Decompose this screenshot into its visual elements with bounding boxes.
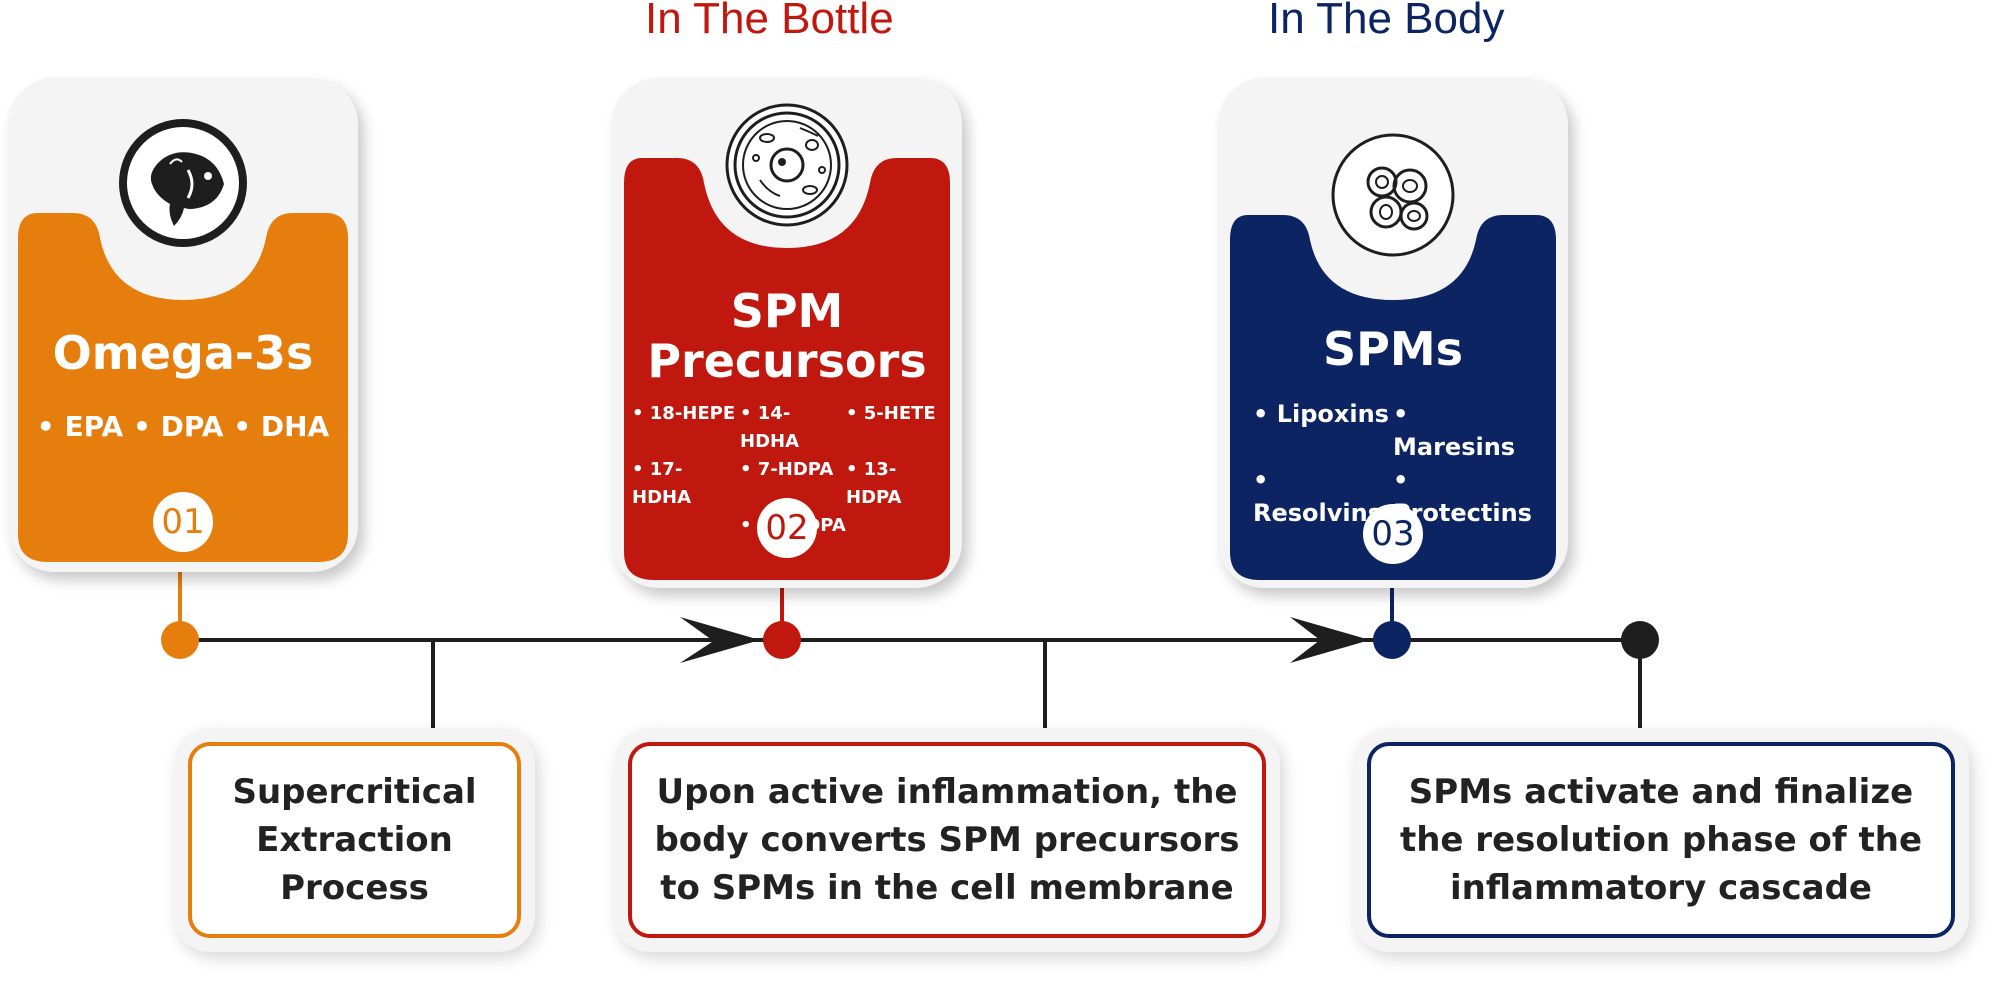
description-line: Extraction — [256, 820, 453, 860]
cells-cluster-icon — [1328, 130, 1458, 260]
description-line: inflammatory cascade — [1449, 868, 1872, 908]
card-title-line: Omega-3s — [52, 326, 314, 380]
card-item: • Maresins — [1393, 400, 1516, 461]
arrowhead-2 — [1290, 617, 1370, 663]
card-items: • Lipoxins • Maresins • Resolvins • Prot… — [1218, 398, 1568, 530]
card-omega-panel — [18, 213, 348, 562]
step-number-badge: 03 — [1363, 504, 1423, 564]
step-number-badge: 01 — [153, 492, 213, 552]
card-title: SPMs — [1218, 324, 1568, 374]
fish-icon — [118, 118, 248, 248]
description-line: SPMs activate and finalize — [1408, 772, 1914, 812]
description-line: Process — [280, 868, 429, 908]
card-item: • 18-HEPE — [632, 403, 736, 424]
arrowhead-1 — [680, 617, 760, 663]
cell-icon — [722, 100, 852, 230]
card-item: • 7-HDPA — [740, 459, 834, 480]
description-box-extraction: Supercritical Extraction Process — [188, 742, 521, 938]
description-line: to SPMs in the cell membrane — [660, 868, 1234, 908]
description-line: Supercritical — [232, 772, 477, 812]
card-item: • 17-HDHA — [632, 459, 692, 508]
card-precursors-panel — [624, 158, 950, 580]
card-spms: SPMs • Lipoxins • Maresins • Resolvins •… — [1218, 78, 1568, 588]
card-item — [846, 512, 942, 540]
card-title: SPM Precursors — [612, 286, 962, 386]
card-item: • Lipoxins — [1253, 400, 1389, 428]
card-title-line: SPM — [730, 284, 844, 338]
in-the-bottle-label: In The Bottle — [645, 0, 894, 43]
card-items: • EPA • DPA • DHA — [36, 410, 330, 443]
card-omega-3s: Omega-3s • EPA • DPA • DHA 01 — [8, 78, 358, 572]
timeline-dot-end — [1621, 621, 1659, 659]
card-title-line: SPMs — [1323, 322, 1463, 376]
step-number-badge: 02 — [757, 498, 817, 558]
description-line: Upon active inflammation, the — [656, 772, 1238, 812]
card-item: • Resolvins — [1253, 466, 1382, 527]
description-line: the resolution phase of the — [1399, 820, 1923, 860]
timeline-dot-precursors — [763, 621, 801, 659]
card-item: • 5-HETE — [846, 403, 936, 424]
timeline-dot-spms — [1373, 621, 1411, 659]
card-item — [632, 512, 740, 540]
card-spms-panel — [1230, 215, 1556, 580]
card-spm-precursors: SPM Precursors • 18-HEPE • 14-HDHA • 5-H… — [612, 78, 962, 588]
card-title: Omega-3s — [8, 328, 358, 378]
card-item: • 14-HDHA — [740, 403, 800, 452]
card-item: • 13-HDPA — [846, 459, 902, 508]
description-box-conversion: Upon active inflammation, the body conve… — [628, 742, 1266, 938]
description-line: body converts SPM precursors — [654, 820, 1240, 860]
in-the-body-label: In The Body — [1268, 0, 1505, 43]
card-title-line: Precursors — [647, 334, 927, 388]
description-box-resolution: SPMs activate and finalize the resolutio… — [1367, 742, 1955, 938]
timeline-dot-omega — [161, 621, 199, 659]
